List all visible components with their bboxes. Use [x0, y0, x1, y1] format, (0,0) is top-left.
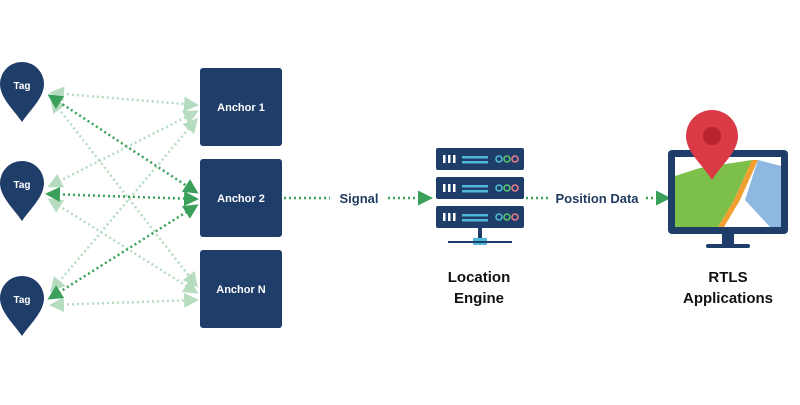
anchor-box — [200, 159, 282, 237]
apps-caption-line2: Applications — [683, 290, 773, 307]
anchor-node-2: Anchor 2 — [200, 159, 282, 237]
connector-tag1-anchor1 — [49, 86, 199, 112]
tag-node-2: Tag — [0, 161, 44, 221]
server-unit-2 — [436, 177, 524, 199]
anchor-label: Anchor 1 — [217, 102, 265, 114]
signal-label: Signal — [339, 191, 378, 206]
map-road — [718, 160, 758, 227]
strong-connections — [45, 94, 199, 300]
connector-tag3-anchor2 — [47, 204, 199, 300]
connector-tag1-anchorn — [50, 97, 198, 288]
signal-edge: Signal — [284, 190, 433, 206]
connector-tag2-anchor1 — [47, 110, 199, 188]
server-unit-3 — [436, 206, 524, 228]
connector-tag2-anchor2 — [45, 186, 199, 207]
connector-tag3-anchor1 — [50, 117, 198, 293]
anchor-label: Anchor N — [216, 284, 266, 296]
position-data-label: Position Data — [555, 191, 639, 206]
anchor-label: Anchor 2 — [217, 193, 265, 205]
tag-label: Tag — [13, 180, 30, 191]
location-pin-icon — [686, 110, 738, 180]
monitor-neck — [722, 234, 734, 244]
connector-tag2-anchorn — [47, 198, 199, 294]
anchor-box — [200, 250, 282, 328]
engine-caption-line1: Location — [448, 269, 511, 286]
server-icon — [436, 148, 524, 245]
anchor-node-n: Anchor N — [200, 250, 282, 328]
engine-caption-line2: Engine — [454, 290, 504, 307]
pin-shape — [0, 62, 44, 122]
tag-label: Tag — [13, 81, 30, 92]
pin-shape — [0, 276, 44, 336]
tag-label: Tag — [13, 295, 30, 306]
connector-tag1-anchor2 — [47, 94, 199, 194]
pin-shape — [0, 161, 44, 221]
map-green-area — [675, 160, 752, 227]
connector-tag3-anchorn — [49, 292, 199, 313]
position-data-edge: Position Data — [526, 190, 671, 206]
anchor-node-1: Anchor 1 — [200, 68, 282, 146]
server-unit-1 — [436, 148, 524, 170]
anchor-box — [200, 68, 282, 146]
apps-caption-line1: RTLS — [708, 269, 747, 286]
monitor-stand — [706, 244, 750, 248]
monitor-icon — [668, 150, 788, 248]
tag-node-1: Tag — [0, 62, 44, 122]
map-blue-area — [745, 160, 781, 227]
server-base — [448, 228, 512, 245]
tag-node-3: Tag — [0, 276, 44, 336]
